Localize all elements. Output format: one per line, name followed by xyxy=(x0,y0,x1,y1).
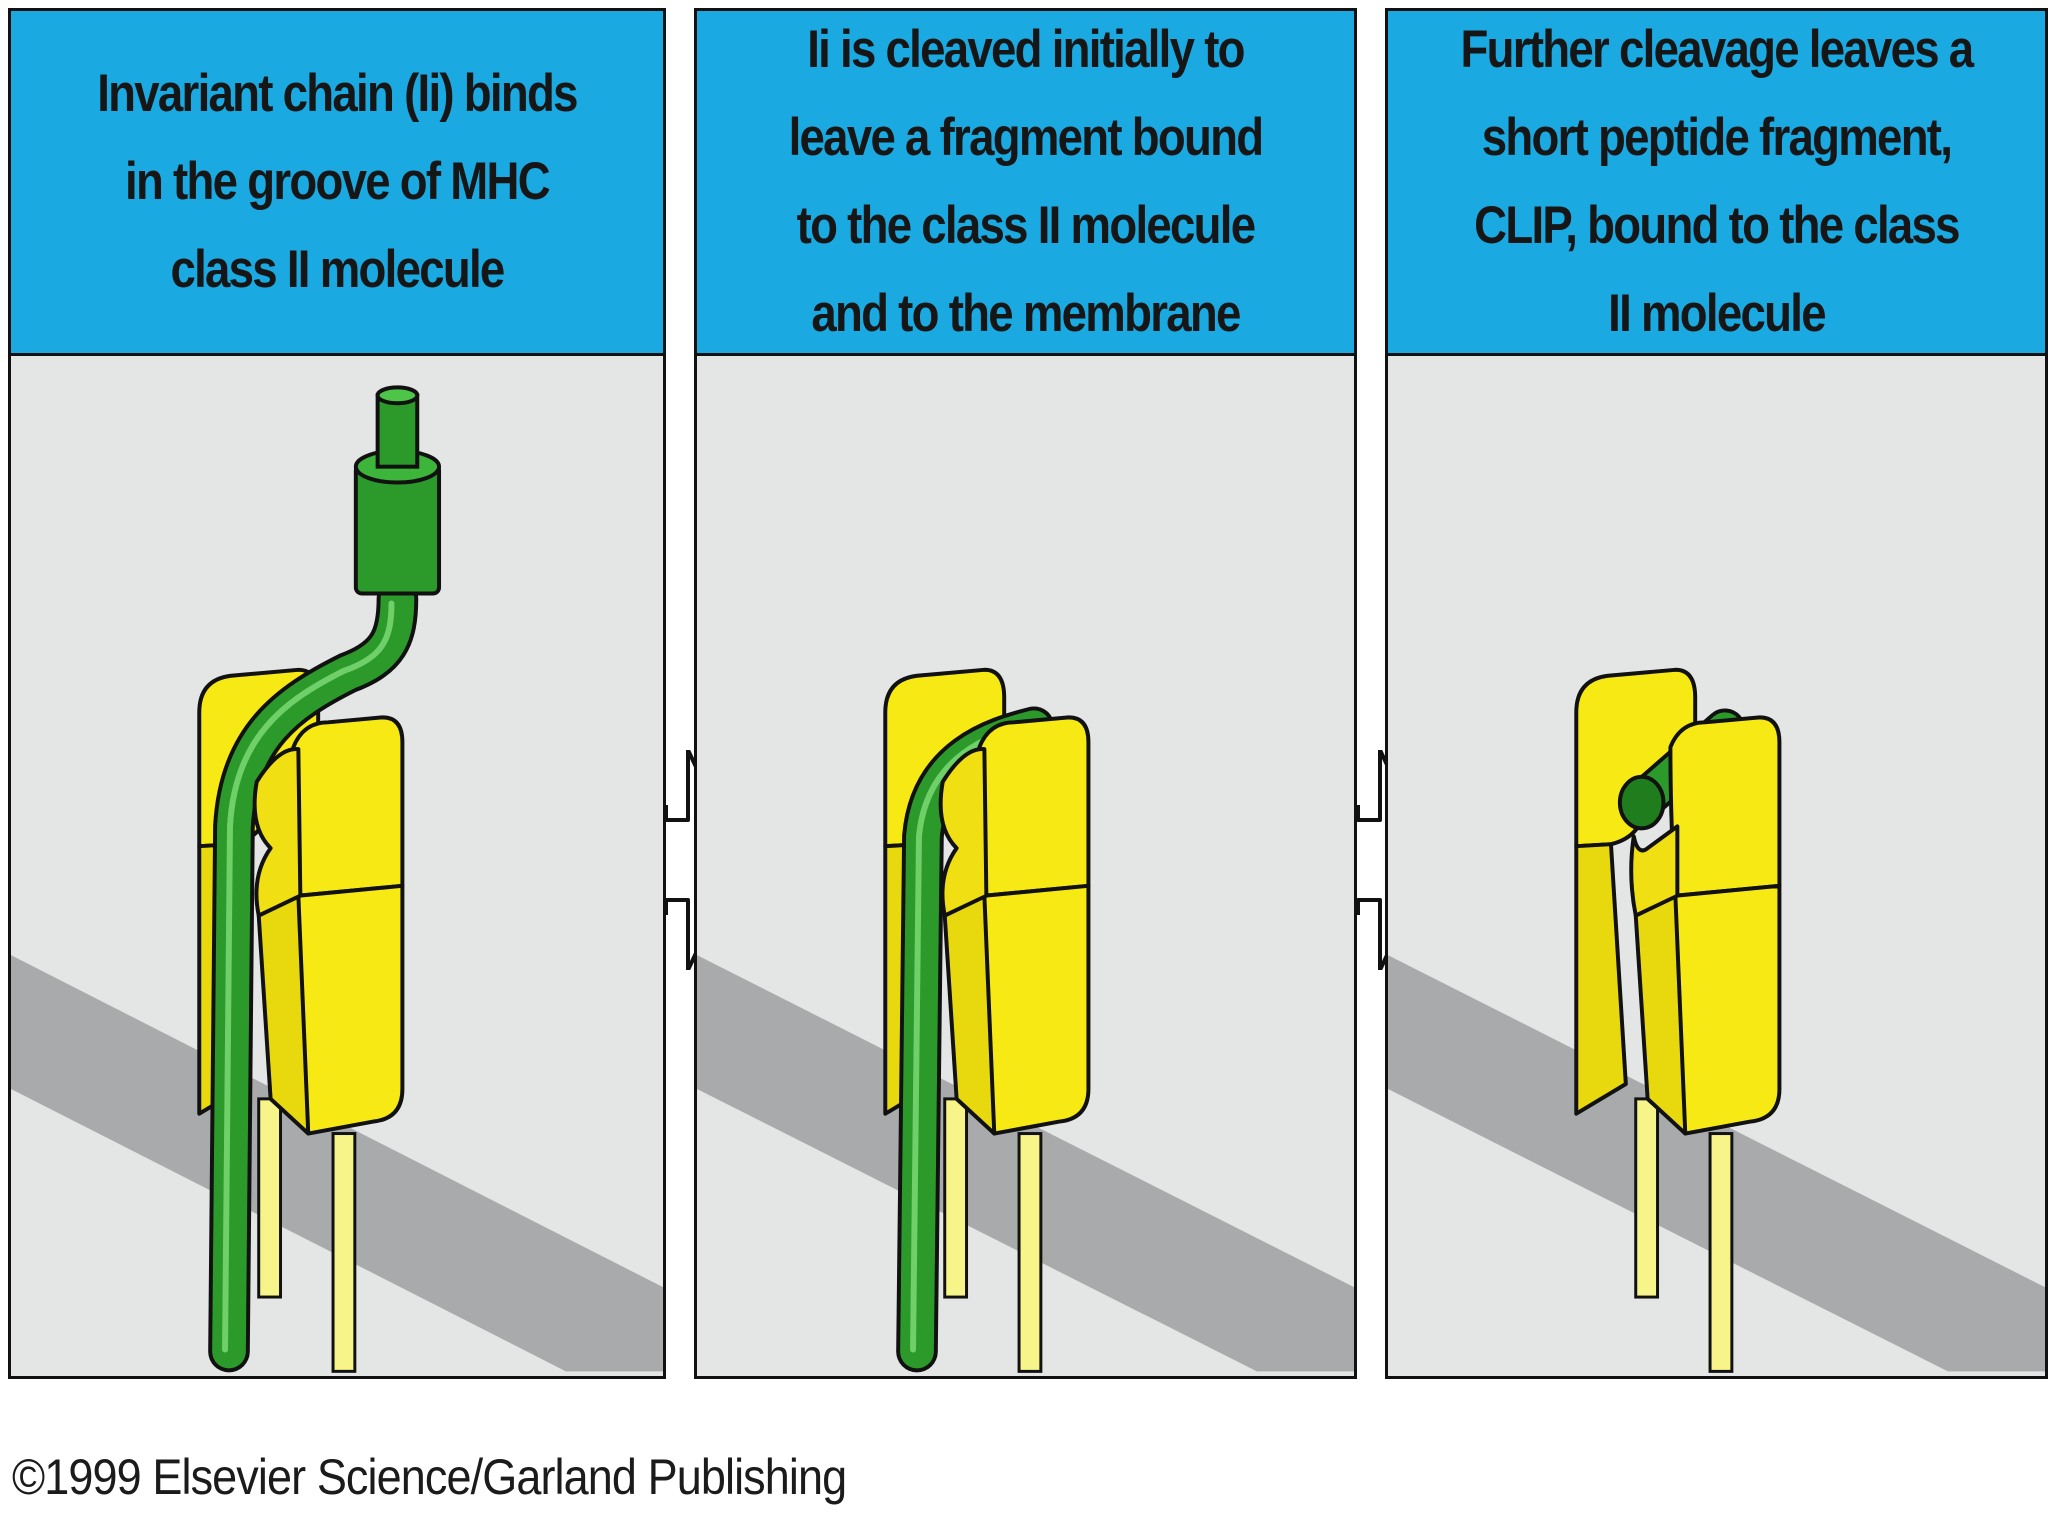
panel-2: Ii is cleaved initially to leave a fragm… xyxy=(694,8,1357,1379)
mhc-front-domains xyxy=(1629,715,1782,1136)
panel-3: Further cleavage leaves a short peptide … xyxy=(1385,8,2048,1379)
panel-2-illustration xyxy=(697,667,1354,1373)
mhc-transmembrane-stalks xyxy=(1634,1097,1734,1373)
panel-3-illustration xyxy=(1388,667,2045,1373)
copyright-notice: ©1999 Elsevier Science/Garland Publishin… xyxy=(12,1449,847,1505)
panel-3-caption-box: Further cleavage leaves a short peptide … xyxy=(1388,11,2045,356)
panel-1-caption-box: Invariant chain (Ii) binds in the groove… xyxy=(11,11,663,356)
invariant-chain xyxy=(208,385,442,1373)
panel-1: Invariant chain (Ii) binds in the groove… xyxy=(8,8,666,1379)
mhc-front-domains xyxy=(938,715,1091,1136)
mhc-transmembrane-stalks xyxy=(943,1097,1043,1373)
mhc-front-domains xyxy=(252,715,405,1136)
panel-1-illustration xyxy=(11,385,663,1373)
panel-3-caption: Further cleavage leaves a short peptide … xyxy=(1460,20,1975,343)
panel-2-caption: Ii is cleaved initially to leave a fragm… xyxy=(788,20,1264,343)
panel-2-caption-box: Ii is cleaved initially to leave a fragm… xyxy=(697,11,1354,356)
mhc-back-domains xyxy=(1574,667,1698,1116)
mhc-transmembrane-stalks xyxy=(257,1097,357,1373)
panel-1-caption: Invariant chain (Ii) binds in the groove… xyxy=(97,64,578,299)
